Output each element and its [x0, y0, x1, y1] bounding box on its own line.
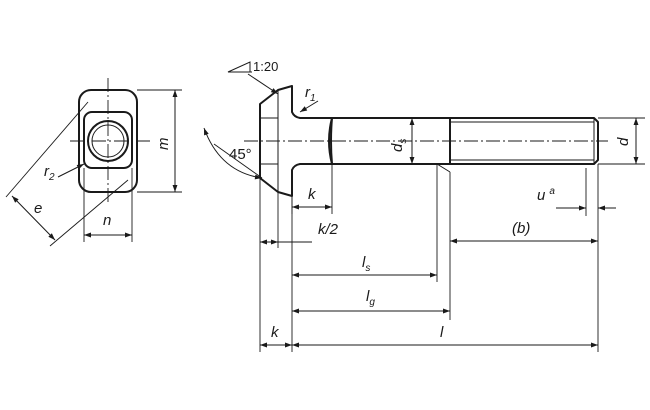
- angle-ref-line: [213, 143, 263, 179]
- k-bottom-label: k: [271, 324, 280, 341]
- u-sup: a: [549, 186, 555, 197]
- r2-sub: 2: [48, 172, 55, 183]
- b-label: (b): [512, 220, 530, 237]
- k-half-label: k/2: [318, 221, 339, 238]
- thread-runout: [436, 163, 451, 173]
- ds-sub: s: [398, 139, 409, 144]
- head-outline: [259, 85, 333, 197]
- lg-label: lg: [366, 288, 375, 308]
- lg-sub: g: [369, 297, 375, 308]
- d-label: d: [615, 137, 632, 146]
- e-extension-2: [49, 179, 129, 247]
- u-main: u: [537, 187, 546, 204]
- ls-label: ls: [362, 254, 370, 274]
- r2-label: r2: [44, 163, 55, 183]
- ls-main: l: [362, 254, 366, 271]
- l-label: l: [440, 324, 444, 341]
- r1-sub: 1: [310, 93, 316, 104]
- r1-main: r: [305, 84, 311, 101]
- r1-leader: [299, 100, 319, 113]
- r2-leader: [57, 163, 85, 178]
- r1-label: r1: [305, 84, 316, 104]
- lg-main: l: [366, 288, 370, 305]
- taper-symbol: [227, 61, 251, 73]
- angle-arc: [203, 127, 263, 180]
- n-label: n: [103, 212, 111, 229]
- ds-label: ds: [389, 139, 409, 152]
- ls-sub: s: [365, 263, 370, 274]
- k-small-label: k: [308, 186, 317, 203]
- ds-main: d: [389, 143, 406, 152]
- taper-ratio-label: 1:20: [253, 59, 278, 74]
- e-dimension-line: [11, 195, 56, 241]
- r2-main: r: [44, 163, 50, 180]
- angle-label: 45°: [229, 146, 252, 163]
- m-label: m: [155, 138, 172, 151]
- e-label: e: [34, 200, 42, 217]
- side-view: 1:20 r1 45° k: [203, 59, 645, 352]
- taper-leader: [247, 73, 279, 95]
- e-extension-1: [5, 101, 89, 198]
- end-view: m n e r2: [5, 78, 182, 247]
